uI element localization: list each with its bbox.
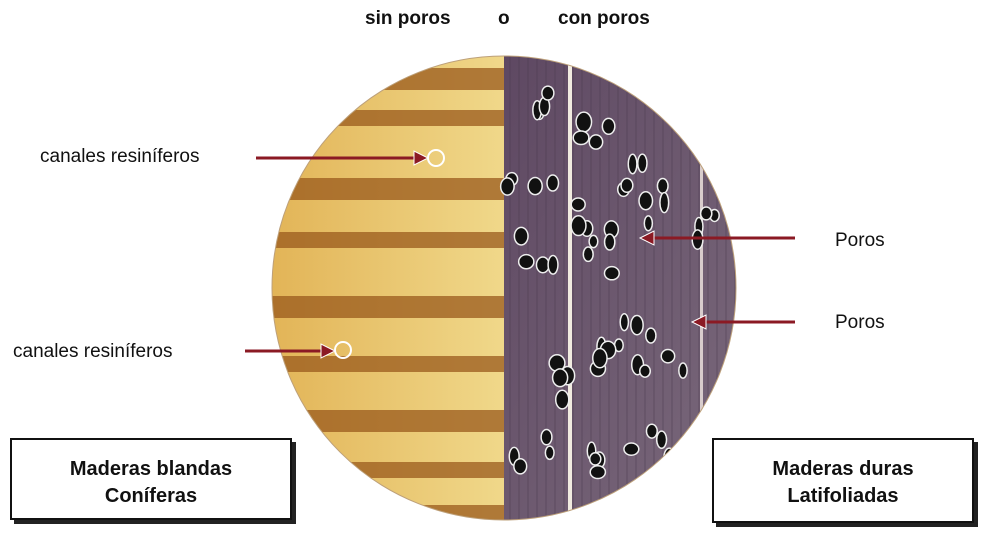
hardwood-subtitle: Latifoliadas (714, 483, 972, 510)
pore (542, 86, 554, 100)
pore (701, 207, 712, 220)
growth-ring-band (270, 296, 504, 318)
pore (628, 154, 637, 173)
pore (514, 227, 528, 245)
pore (602, 118, 614, 134)
hardwood-title: Maderas duras (714, 456, 972, 483)
label-sin-poros: sin poros (365, 8, 451, 30)
pore (571, 198, 585, 211)
growth-ring-band (270, 410, 504, 432)
pore (639, 192, 652, 210)
pore (590, 453, 601, 465)
hardwood-box: Maderas duras Latifoliadas (712, 438, 974, 523)
label-canales-resiniferos-1: canales resiníferos (40, 146, 199, 168)
label-poros-2: Poros (835, 312, 885, 334)
label-canales-resiniferos-2: canales resiníferos (13, 341, 172, 363)
pore (646, 328, 656, 343)
pore (646, 424, 657, 438)
pore (679, 363, 687, 378)
growth-ring-band (270, 356, 504, 372)
label-con-poros: con poros (558, 8, 650, 30)
pore (660, 193, 669, 213)
pore (571, 216, 586, 236)
pore (640, 365, 651, 377)
pore (548, 255, 558, 274)
ray-line-2 (700, 50, 703, 530)
pore (657, 431, 667, 448)
pore (556, 390, 569, 409)
softwood-box: Maderas blandas Coníferas (10, 438, 292, 520)
pore (573, 131, 589, 145)
growth-ring-band (270, 68, 504, 90)
pore (589, 135, 602, 149)
pore (576, 112, 592, 132)
pore (536, 257, 549, 273)
pore (631, 315, 643, 334)
softwood-title: Maderas blandas (12, 456, 290, 483)
pore (661, 349, 674, 362)
softwood-subtitle: Coníferas (12, 483, 290, 510)
pore (514, 459, 527, 474)
pore (604, 267, 619, 280)
pore (692, 230, 703, 249)
growth-ring-band (270, 110, 504, 126)
pore (528, 177, 542, 194)
pore (519, 255, 534, 269)
ray-line (568, 50, 572, 530)
pore (593, 348, 607, 367)
pore (553, 369, 568, 387)
growth-ring-band (270, 232, 504, 248)
label-o: o (498, 8, 510, 30)
pore (547, 175, 559, 191)
growth-ring-band (270, 178, 504, 200)
pore (590, 466, 605, 479)
growth-ring-band (270, 462, 504, 478)
pore (545, 446, 554, 459)
pore (621, 178, 633, 192)
pore (657, 179, 668, 194)
pore (644, 216, 652, 231)
pore (501, 178, 514, 195)
growth-ring-band (270, 505, 504, 527)
pore (620, 314, 628, 331)
pore (638, 154, 647, 172)
pore (605, 234, 615, 250)
pore (583, 247, 593, 261)
pore (624, 443, 639, 455)
label-poros-1: Poros (835, 230, 885, 252)
pore (589, 235, 598, 247)
pore (541, 429, 552, 444)
